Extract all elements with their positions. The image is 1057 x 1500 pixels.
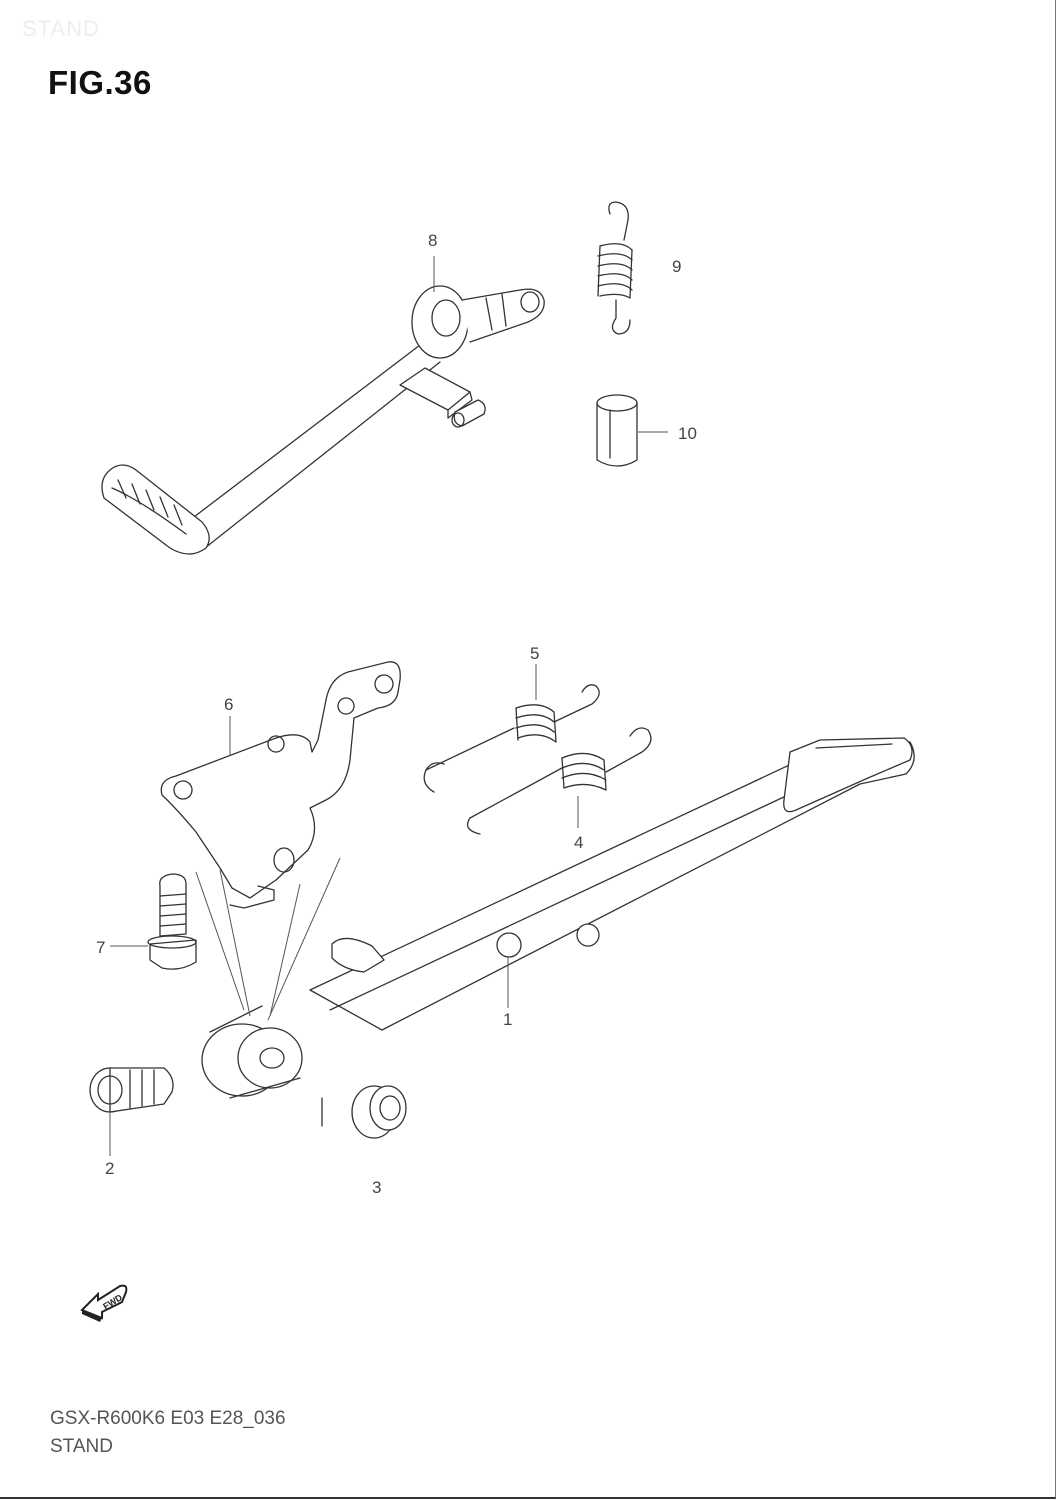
fwd-arrow-icon: FWD [80, 1284, 128, 1322]
nut-part-3 [321, 1085, 407, 1139]
diagram-code: GSX-R600K6 E03 E28_036 [50, 1408, 286, 1429]
bolt-part-7 [147, 873, 197, 970]
bolt-part-2 [89, 1067, 174, 1113]
callout-8: 8 [428, 231, 437, 250]
pedal-lever-part [101, 285, 545, 555]
spring-part-9 [597, 201, 633, 335]
diagram-name: STAND [50, 1436, 113, 1457]
callout-1: 1 [503, 1010, 512, 1029]
leader-lines [109, 256, 668, 1156]
callout-6: 6 [224, 695, 233, 714]
stand-bracket-part [160, 661, 401, 909]
figure-label: FIG.36 [48, 64, 152, 101]
bushing-part-10 [596, 394, 638, 467]
callout-7: 7 [96, 938, 105, 957]
callout-9: 9 [672, 257, 681, 276]
watermark-text: STAND [22, 16, 100, 41]
side-stand-part [201, 737, 915, 1099]
callout-4: 4 [574, 833, 583, 852]
spring-part-5 [423, 684, 600, 793]
callout-3: 3 [372, 1178, 381, 1197]
callout-10: 10 [678, 424, 697, 443]
spring-part-4 [466, 727, 652, 835]
callout-5: 5 [530, 644, 539, 663]
callout-2: 2 [105, 1159, 114, 1178]
